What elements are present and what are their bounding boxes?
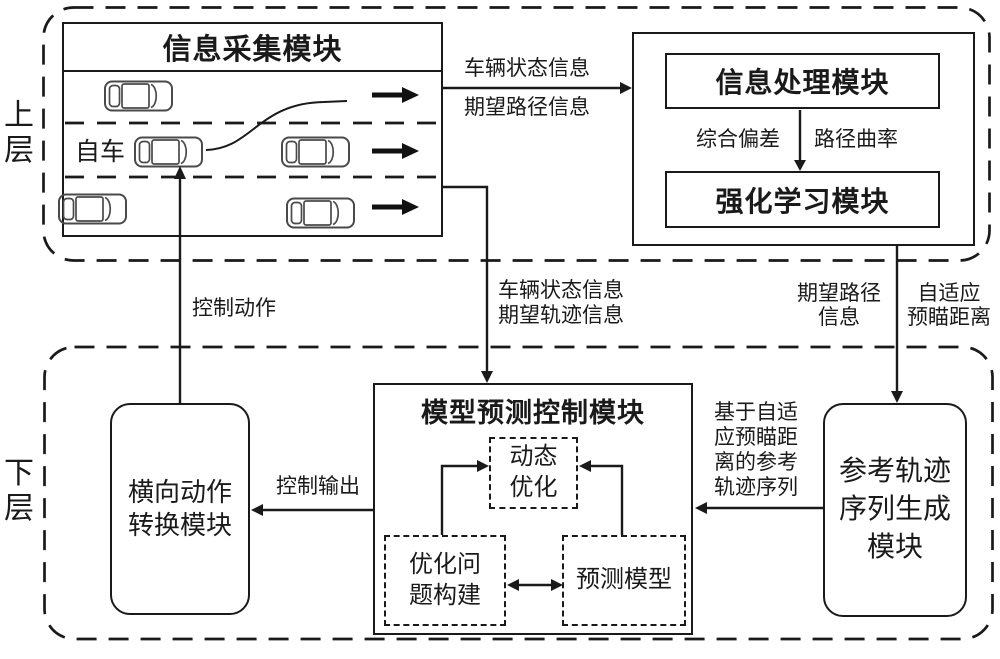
arrow-collection-to-mpc bbox=[443, 185, 493, 383]
vehicle-state-traj-label: 车辆状态信息 期望轨迹信息 bbox=[498, 278, 624, 327]
reinforcement-learning-module: 强化学习模块 bbox=[665, 171, 940, 228]
arrow-collection-to-processing bbox=[443, 82, 632, 94]
path-curvature-label: 路径曲率 bbox=[814, 127, 898, 151]
prediction-model-label: 预测模型 bbox=[576, 567, 672, 594]
optimization-problem-label: 优化问 题构建 bbox=[409, 551, 481, 609]
mpc-title: 模型预测控制模块 bbox=[421, 398, 645, 428]
info-collection-module: 信息采集模块 bbox=[62, 22, 443, 237]
ego-vehicle-label: 自车 bbox=[75, 139, 126, 166]
desired-path-info-label: 期望路径信息 bbox=[464, 95, 590, 119]
adaptive-preview-label: 自适应 预瞄距离 bbox=[907, 281, 991, 329]
ref-traj-sequence-label: 基于自适 应预瞄距 离的参考 轨迹序列 bbox=[714, 400, 798, 499]
lateral-action-title: 横向动作 转换模块 bbox=[127, 478, 232, 540]
desired-path-info2-label: 期望路径 信息 bbox=[797, 281, 881, 329]
control-action-label: 控制动作 bbox=[192, 296, 276, 320]
arrow-mpc-to-lateral bbox=[251, 504, 373, 516]
control-output-label: 控制输出 bbox=[276, 474, 360, 498]
dynamic-optimization-label: 动态 优化 bbox=[509, 444, 558, 501]
comprehensive-deviation-label: 综合偏差 bbox=[696, 127, 780, 151]
dynamic-optimization-box: 动态 优化 bbox=[489, 437, 578, 509]
info-processing-module: 信息处理模块 bbox=[665, 53, 940, 109]
info-processing-title: 信息处理模块 bbox=[715, 68, 890, 99]
info-collection-title: 信息采集模块 bbox=[162, 34, 343, 66]
optimization-problem-box: 优化问 题构建 bbox=[384, 535, 506, 626]
arrow-refgen-to-mpc bbox=[695, 502, 823, 514]
reinforcement-learning-title: 强化学习模块 bbox=[715, 186, 890, 218]
ref-trajectory-title: 参考轨迹 序列生成 模块 bbox=[838, 456, 951, 563]
vehicle-state-info-label: 车辆状态信息 bbox=[464, 56, 590, 80]
lateral-action-module: 横向动作 转换模块 bbox=[110, 403, 250, 615]
upper-layer-label: 上层 bbox=[4, 99, 34, 167]
info-collection-title-strip: 信息采集模块 bbox=[64, 24, 441, 72]
ref-trajectory-module: 参考轨迹 序列生成 模块 bbox=[823, 403, 967, 617]
prediction-model-box: 预测模型 bbox=[562, 535, 686, 626]
lower-layer-label: 下层 bbox=[4, 457, 34, 525]
